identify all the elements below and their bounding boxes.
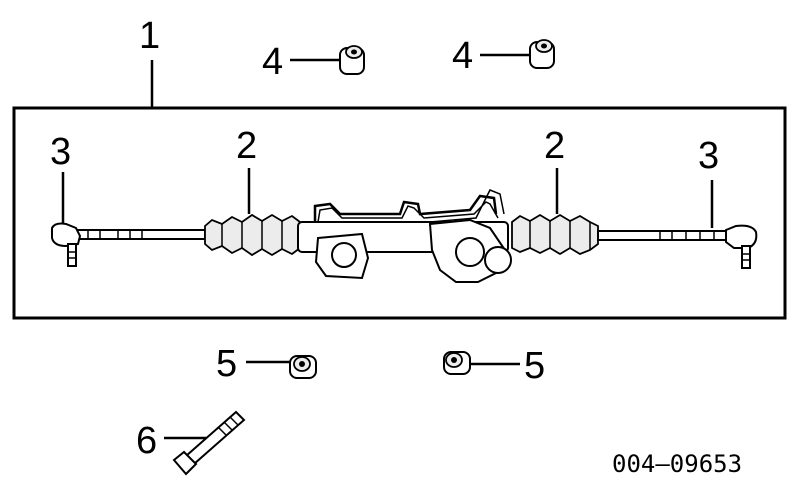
- tie-rod-shaft: [597, 230, 731, 241]
- bolt-head: [172, 450, 198, 476]
- mounting-bolt: 6: [136, 410, 246, 476]
- bushing-bottom-left: 5: [216, 343, 317, 385]
- boot-right-bellows: [511, 213, 599, 256]
- mount-hole-left: [331, 242, 357, 268]
- boot-left-bellows: [204, 213, 301, 257]
- bushing-hole: [299, 361, 305, 367]
- fluid-line-1: [313, 194, 498, 222]
- callout-4-left-label: 4: [262, 41, 283, 83]
- tie-rod-end-left: [51, 222, 82, 248]
- valve-port: [455, 237, 485, 267]
- callout-1-label: 1: [139, 15, 160, 57]
- tie-rod-end-right: [725, 224, 758, 249]
- callout-3-left-label: 3: [50, 131, 71, 173]
- steering-rack: [51, 189, 758, 283]
- rack-housing: [297, 189, 512, 283]
- pinion-cover: [484, 246, 512, 274]
- ball-stud: [741, 245, 751, 269]
- figure-code: 004–09653: [612, 450, 742, 478]
- boot-right: [511, 213, 599, 256]
- fluid-line-2: [317, 201, 499, 223]
- callout-2-right-label: 2: [544, 125, 565, 167]
- callout-6-label: 6: [136, 420, 157, 462]
- bushing-hole: [541, 43, 547, 49]
- bushing-hole: [451, 357, 457, 363]
- fluid-line-3: [429, 189, 505, 223]
- tie-rod-shaft: [69, 229, 206, 240]
- tie-rod-right: [597, 224, 758, 269]
- callout-4-right-label: 4: [452, 35, 473, 77]
- callout-5-left-label: 5: [216, 343, 237, 385]
- bushing-bottom-right: 5: [443, 345, 545, 387]
- callout-5-right-label: 5: [524, 345, 545, 387]
- callout-3-right-label: 3: [698, 135, 719, 177]
- callout-2-left-label: 2: [236, 125, 257, 167]
- ball-stud: [67, 243, 77, 267]
- bushing-hole: [351, 49, 357, 55]
- assembly-frame: [12, 106, 787, 320]
- boot-left: [204, 213, 301, 257]
- tie-rod-left: [51, 222, 206, 267]
- bushing-top-right: 4: [452, 35, 555, 77]
- bushing-top-left: 4: [262, 41, 365, 83]
